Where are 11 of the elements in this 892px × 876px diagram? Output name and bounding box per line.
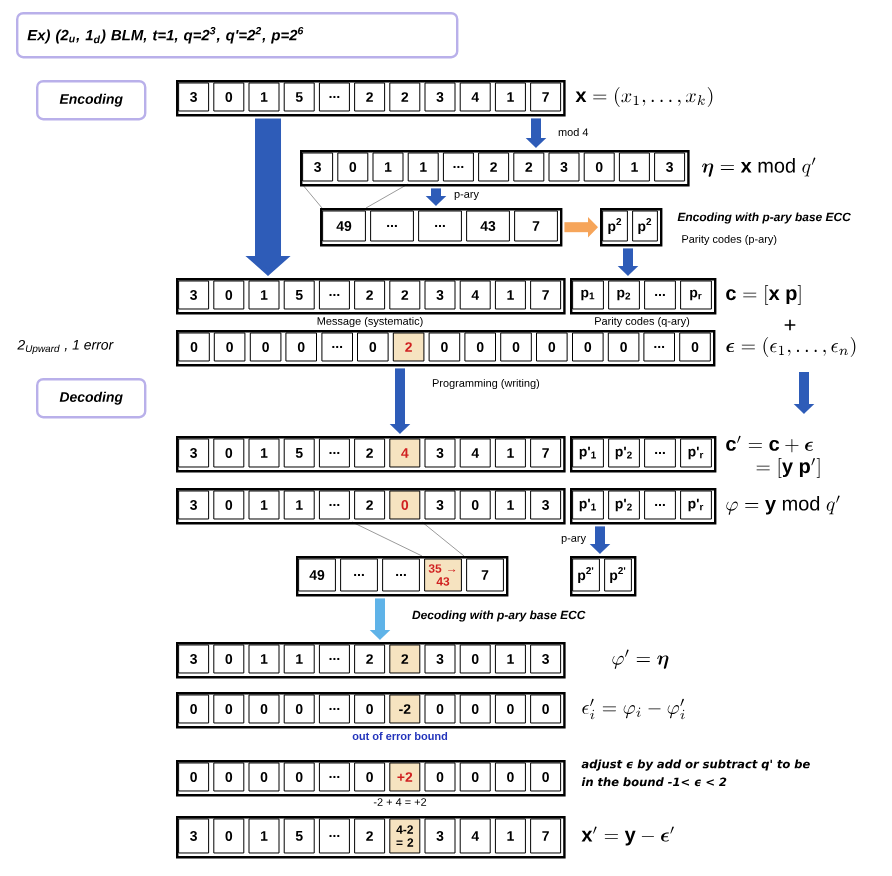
formula: $\mathbf{x}=(x_1,\ldots,x_k)$: [575, 87, 713, 107]
label: +: [784, 319, 796, 331]
formula: $\boldsymbol{\eta}=\mathbf{x}\ \mathrm{mod}\ q'$: [702, 157, 816, 177]
formula: $=[\mathbf{y}\ \mathbf{p}']$: [756, 457, 820, 478]
formula: $\mathbf{c}=[\mathbf{x}\ \mathbf{p}]$: [726, 285, 801, 305]
formula: $\varphi=\mathbf{y}\ \mathrm{mod}\ q'$: [726, 495, 840, 515]
formula: $\mathbf{x}'=\mathbf{y}-\boldsymbol{\epsilon}'$: [581, 826, 674, 846]
formula: $\mathbf{c}'=\mathbf{c}+\boldsymbol{\epsilon}$: [726, 435, 813, 453]
formula: $\epsilon'_i=\varphi_i-\varphi'_i$: [582, 698, 685, 720]
formula: $\boldsymbol{\epsilon}=(\epsilon_1,\ldots,\epsilon_n)$: [726, 337, 856, 357]
formula: $\varphi'=\boldsymbol{\eta}$: [612, 649, 669, 669]
